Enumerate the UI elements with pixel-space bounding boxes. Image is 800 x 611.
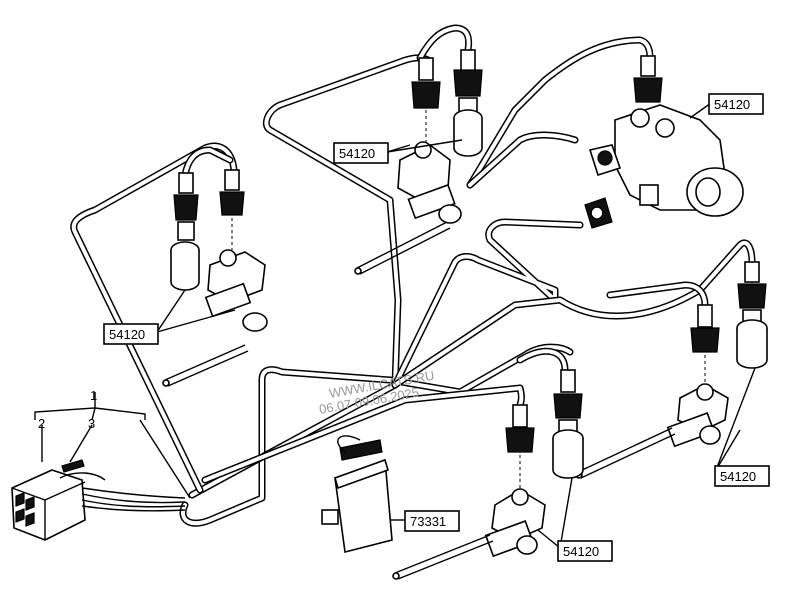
connector-block [11,459,186,541]
item-number-2: 2 [38,416,45,431]
ref-box-54120-lower: 54120 [557,540,613,562]
item-number-1: 1 [90,388,97,403]
valve-assembly [584,55,744,229]
ref-label-54120: 54120 [563,544,599,559]
item-number-3: 3 [88,416,95,431]
control-module [321,435,393,553]
ref-label-54120: 54120 [720,469,756,484]
sensor-group-left [162,169,268,387]
sensor-group-right [575,261,768,479]
main-harness [70,24,756,527]
ref-box-54120-left: 54120 [103,323,159,345]
ref-label-54120: 54120 [109,327,145,342]
sensor-group-upper-middle [354,49,483,275]
ref-label-73331: 73331 [410,514,446,529]
ref-label-54120: 54120 [339,146,375,161]
ref-box-73331: 73331 [404,510,460,532]
ref-box-54120-right: 54120 [714,465,770,487]
sensor-group-lower-middle [392,369,584,580]
ref-box-54120-upper-middle: 54120 [333,142,389,164]
ref-label-54120: 54120 [714,97,750,112]
ref-box-54120-upper-right: 54120 [708,93,764,115]
leader-lines [34,102,756,549]
